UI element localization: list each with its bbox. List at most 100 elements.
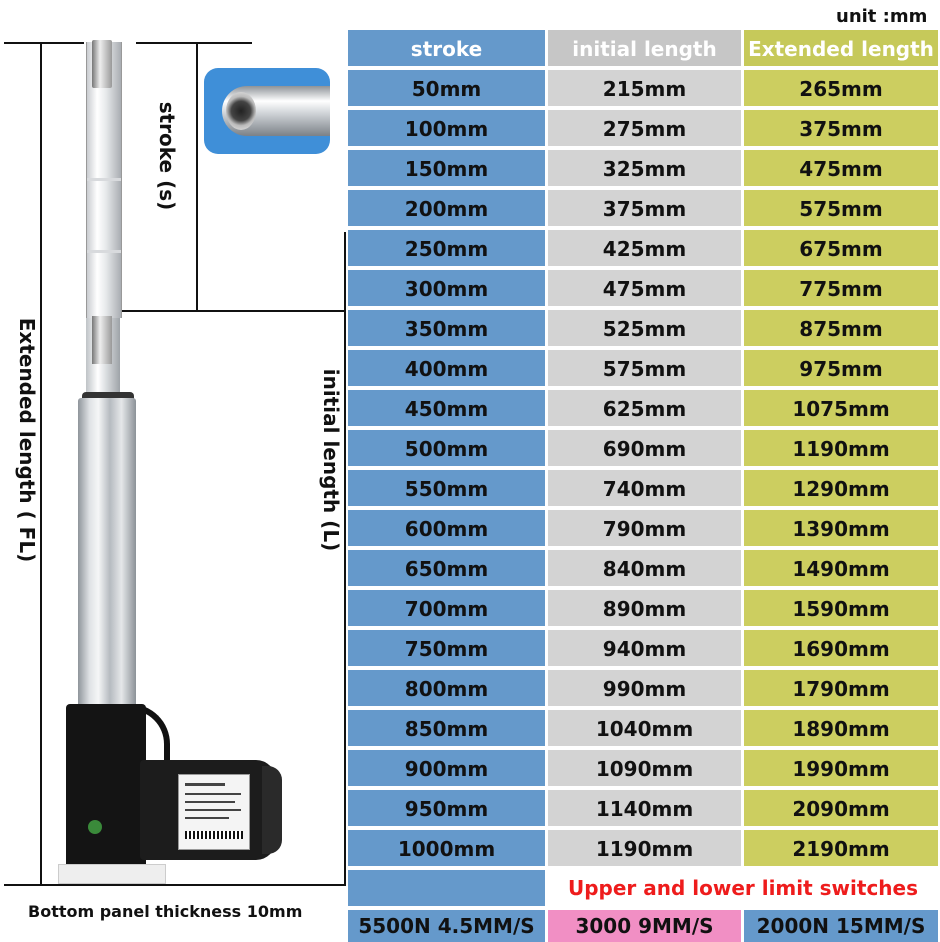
extended-length-cell: 1190mm [744,430,938,466]
stroke-cell: 450mm [348,390,545,426]
stroke-cell: 900mm [348,750,545,786]
outer-tube [78,398,136,710]
speed-row: 5500N 4.5MM/S 3000 9MM/S 2000N 15MM/S [348,910,938,942]
stroke-cell: 650mm [348,550,545,586]
initial-length-cell: 215mm [548,70,741,106]
initial-dimension-line [344,232,346,884]
motor-label-sticker [178,774,250,850]
extension-rod [86,42,122,318]
extended-length-cell: 875mm [744,310,938,346]
extended-length-cell: 1290mm [744,470,938,506]
speed-option-3: 2000N 15MM/S [744,910,938,942]
extended-length-cell: 1590mm [744,590,938,626]
initial-length-label: initial length (L) [319,368,343,552]
initial-length-cell: 525mm [548,310,741,346]
initial-length-cell: 1040mm [548,710,741,746]
stroke-cell: 100mm [348,110,545,146]
stroke-cell: 800mm [348,670,545,706]
extended-length-cell: 1990mm [744,750,938,786]
stroke-cell: 400mm [348,350,545,386]
stroke-dimension-line [196,44,198,310]
stroke-cell: 700mm [348,590,545,626]
initial-length-cell: 1190mm [548,830,741,866]
stroke-cell: 1000mm [348,830,545,866]
stroke-end-line [106,310,344,312]
bottom-panel-note: Bottom panel thickness 10mm [28,902,303,921]
extended-length-cell: 1690mm [744,630,938,666]
initial-length-cell: 575mm [548,350,741,386]
threaded-hole-icon [226,92,256,130]
stroke-cell: 850mm [348,710,545,746]
certification-sticker-icon [88,820,102,834]
initial-length-cell: 475mm [548,270,741,306]
extended-length-cell: 1490mm [744,550,938,586]
initial-length-cell: 625mm [548,390,741,426]
header-stroke: stroke [348,30,545,66]
rod-end-closeup [204,68,330,154]
extended-length-cell: 375mm [744,110,938,146]
stroke-cell: 550mm [348,470,545,506]
bottom-panel [58,864,166,884]
stroke-cell: 350mm [348,310,545,346]
stroke-cell: 300mm [348,270,545,306]
initial-length-cell: 940mm [548,630,741,666]
motor-end-cap [262,766,282,854]
extended-dimension-line [40,44,42,884]
initial-length-cell: 1090mm [548,750,741,786]
extended-length-cell: 675mm [744,230,938,266]
extended-length-cell: 2090mm [744,790,938,826]
initial-length-cell: 790mm [548,510,741,546]
initial-length-cell: 990mm [548,670,741,706]
actuator-diagram: stroke (s) Extended length ( FL) initial… [0,0,350,940]
stroke-cell: 200mm [348,190,545,226]
stroke-cell: 250mm [348,230,545,266]
extended-length-cell: 575mm [744,190,938,226]
extended-length-cell: 1790mm [744,670,938,706]
extended-length-cell: 1390mm [744,510,938,546]
extended-length-cell: 1075mm [744,390,938,426]
stroke-cell: 950mm [348,790,545,826]
rod-end-cap [92,40,112,88]
bottom-dimension-line [4,884,346,886]
initial-length-cell: 375mm [548,190,741,226]
initial-length-cell: 1140mm [548,790,741,826]
stroke-cell: 600mm [348,510,545,546]
tube-collar [82,392,134,402]
inner-rod-cap [92,316,112,364]
header-extended-length: Extended length [744,30,938,66]
stroke-label: stroke (s) [155,101,179,211]
stroke-cell: 50mm [348,70,545,106]
header-initial-length: initial length [548,30,741,66]
initial-length-cell: 275mm [548,110,741,146]
unit-label: unit :mm [836,6,928,27]
top-dimension-line-right [136,42,252,44]
stroke-cell: 750mm [348,630,545,666]
top-dimension-line-left [4,42,84,44]
initial-length-cell: 890mm [548,590,741,626]
extended-length-cell: 265mm [744,70,938,106]
initial-length-cell: 325mm [548,150,741,186]
limit-row-blank [348,870,545,906]
extended-length-cell: 475mm [744,150,938,186]
gear-housing [66,704,146,874]
speed-option-2: 3000 9MM/S [548,910,741,942]
extended-length-cell: 2190mm [744,830,938,866]
stroke-cell: 500mm [348,430,545,466]
initial-length-cell: 740mm [548,470,741,506]
